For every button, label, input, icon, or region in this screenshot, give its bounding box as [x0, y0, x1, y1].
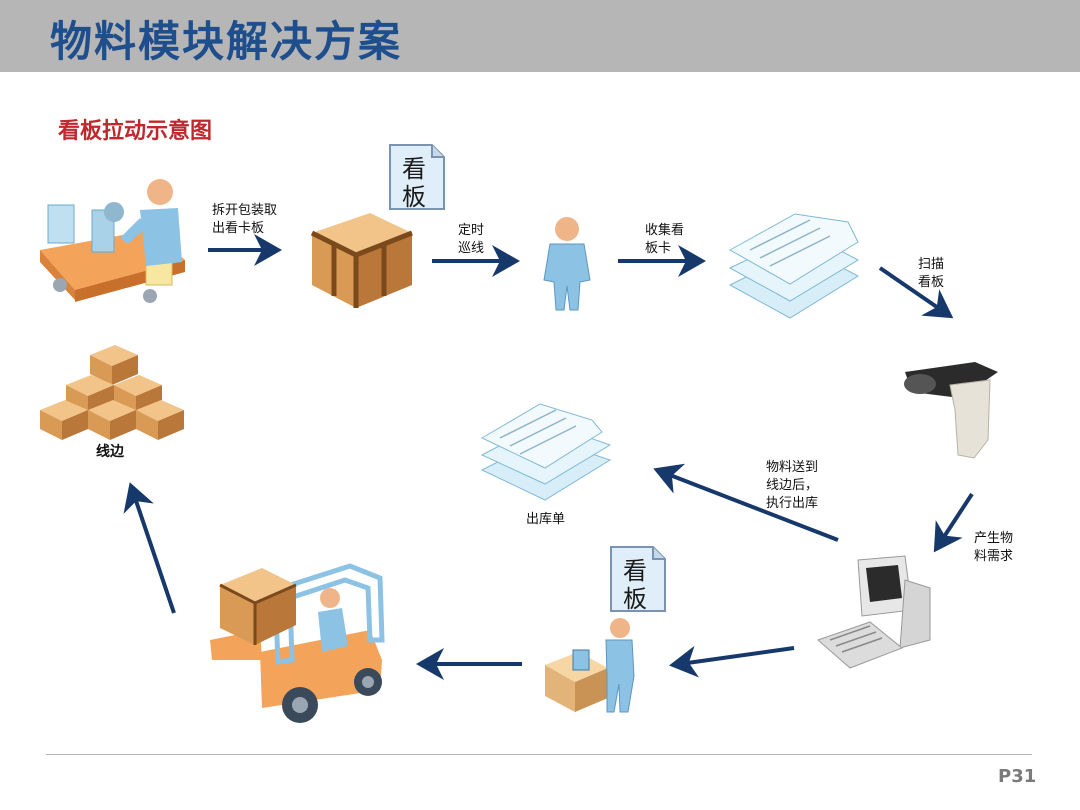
label-demand: 产生物 料需求: [974, 531, 1014, 564]
page-number: P31: [998, 766, 1037, 787]
kanban-char-2: 板: [623, 585, 647, 613]
kanban-card-top: 看 板: [388, 143, 446, 211]
picking-person-icon: [545, 618, 635, 713]
assembly-worker-icon: [40, 179, 185, 303]
page-title: 物料模块解决方案: [50, 17, 403, 66]
lineside-boxes-icon: [40, 345, 184, 440]
collected-cards-icon: [728, 213, 860, 319]
label-collect: 收集看 板卡: [645, 223, 685, 256]
wooden-crate-icon: [310, 213, 413, 308]
label-outbound: 出库单: [526, 512, 566, 527]
footer-divider: [46, 754, 1032, 755]
kanban-char-1: 看: [402, 155, 426, 183]
outbound-documents-icon: [480, 403, 612, 501]
label-lineside: 线边: [96, 444, 124, 460]
title-bar: 物料模块解决方案: [0, 0, 1080, 72]
forklift-icon: [210, 563, 385, 723]
computer-icon: [817, 555, 931, 669]
arrow-computer-to-picker: [669, 645, 795, 678]
label-scan: 扫描 看板: [918, 257, 945, 290]
arrow-computer-to-documents: [653, 463, 839, 542]
diagram-subtitle: 看板拉动示意图: [58, 118, 213, 144]
barcode-scanner-icon: [904, 362, 998, 459]
label-unpack: 拆开包装取 出看卡板: [212, 203, 278, 236]
patrol-person-icon: [543, 217, 591, 311]
arrow-forklift-to-lineside: [123, 482, 176, 614]
kanban-card-bottom: 看 板: [609, 545, 667, 613]
arrow-cards-to-scanner: [878, 266, 954, 319]
kanban-char-2: 板: [402, 183, 426, 211]
arrow-scanner-to-computer: [933, 492, 974, 553]
label-deliver: 物料送到 线边后， 执行出库: [766, 460, 819, 511]
kanban-char-1: 看: [623, 557, 647, 585]
label-patrol: 定时 巡线: [458, 223, 485, 256]
